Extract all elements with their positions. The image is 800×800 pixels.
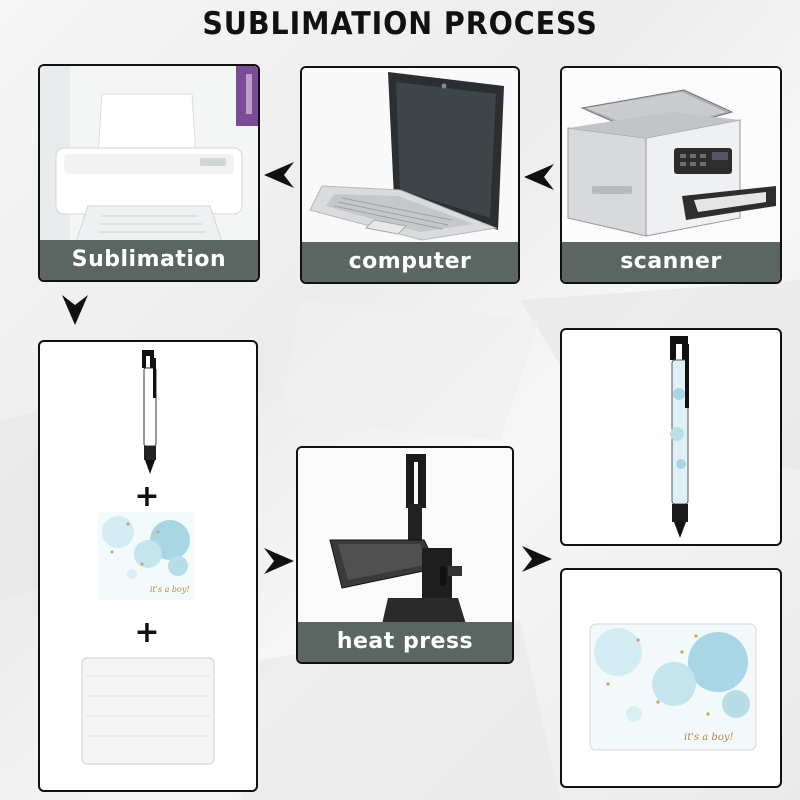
computer-box: computer: [300, 66, 520, 284]
printer-label: Sublimation printer: [40, 240, 258, 280]
blank-mousepad-image: [81, 657, 215, 765]
heat-press-image: [298, 448, 512, 624]
arrow-left-icon: [524, 164, 554, 190]
laptop-image: [302, 68, 518, 244]
heat-press-box: heat press machine: [296, 446, 514, 664]
arrow-left-icon: [264, 162, 294, 188]
arrow-down-icon: [62, 295, 88, 325]
printer-image: [40, 66, 258, 246]
scanner-label: scanner: [562, 242, 780, 282]
scanner-image: [562, 68, 780, 244]
finished-pen-box: [560, 328, 782, 546]
heat-press-label: heat press machine: [298, 622, 512, 662]
svg-text:it's a boy!: it's a boy!: [150, 585, 190, 594]
scanner-box: scanner: [560, 66, 782, 284]
blank-pen-image: [142, 350, 157, 474]
design-print-image: it's a boy!: [98, 512, 194, 600]
finished-mousepad-box: it's a boy!: [560, 568, 782, 788]
printed-mousepad-image: it's a boy!: [589, 623, 757, 751]
printed-pen-image: [670, 336, 689, 538]
materials-box: + it's a boy! +: [38, 340, 258, 792]
page-title: SUBLIMATION PROCESS: [202, 6, 598, 42]
computer-label: computer: [302, 242, 518, 282]
svg-text:it's a boy!: it's a boy!: [684, 732, 734, 743]
arrow-right-icon: [522, 546, 552, 572]
arrow-right-icon: [264, 548, 294, 574]
plus-icon: +: [134, 615, 160, 650]
plus-icon: +: [134, 479, 160, 514]
printer-box: Sublimation printer: [38, 64, 260, 282]
